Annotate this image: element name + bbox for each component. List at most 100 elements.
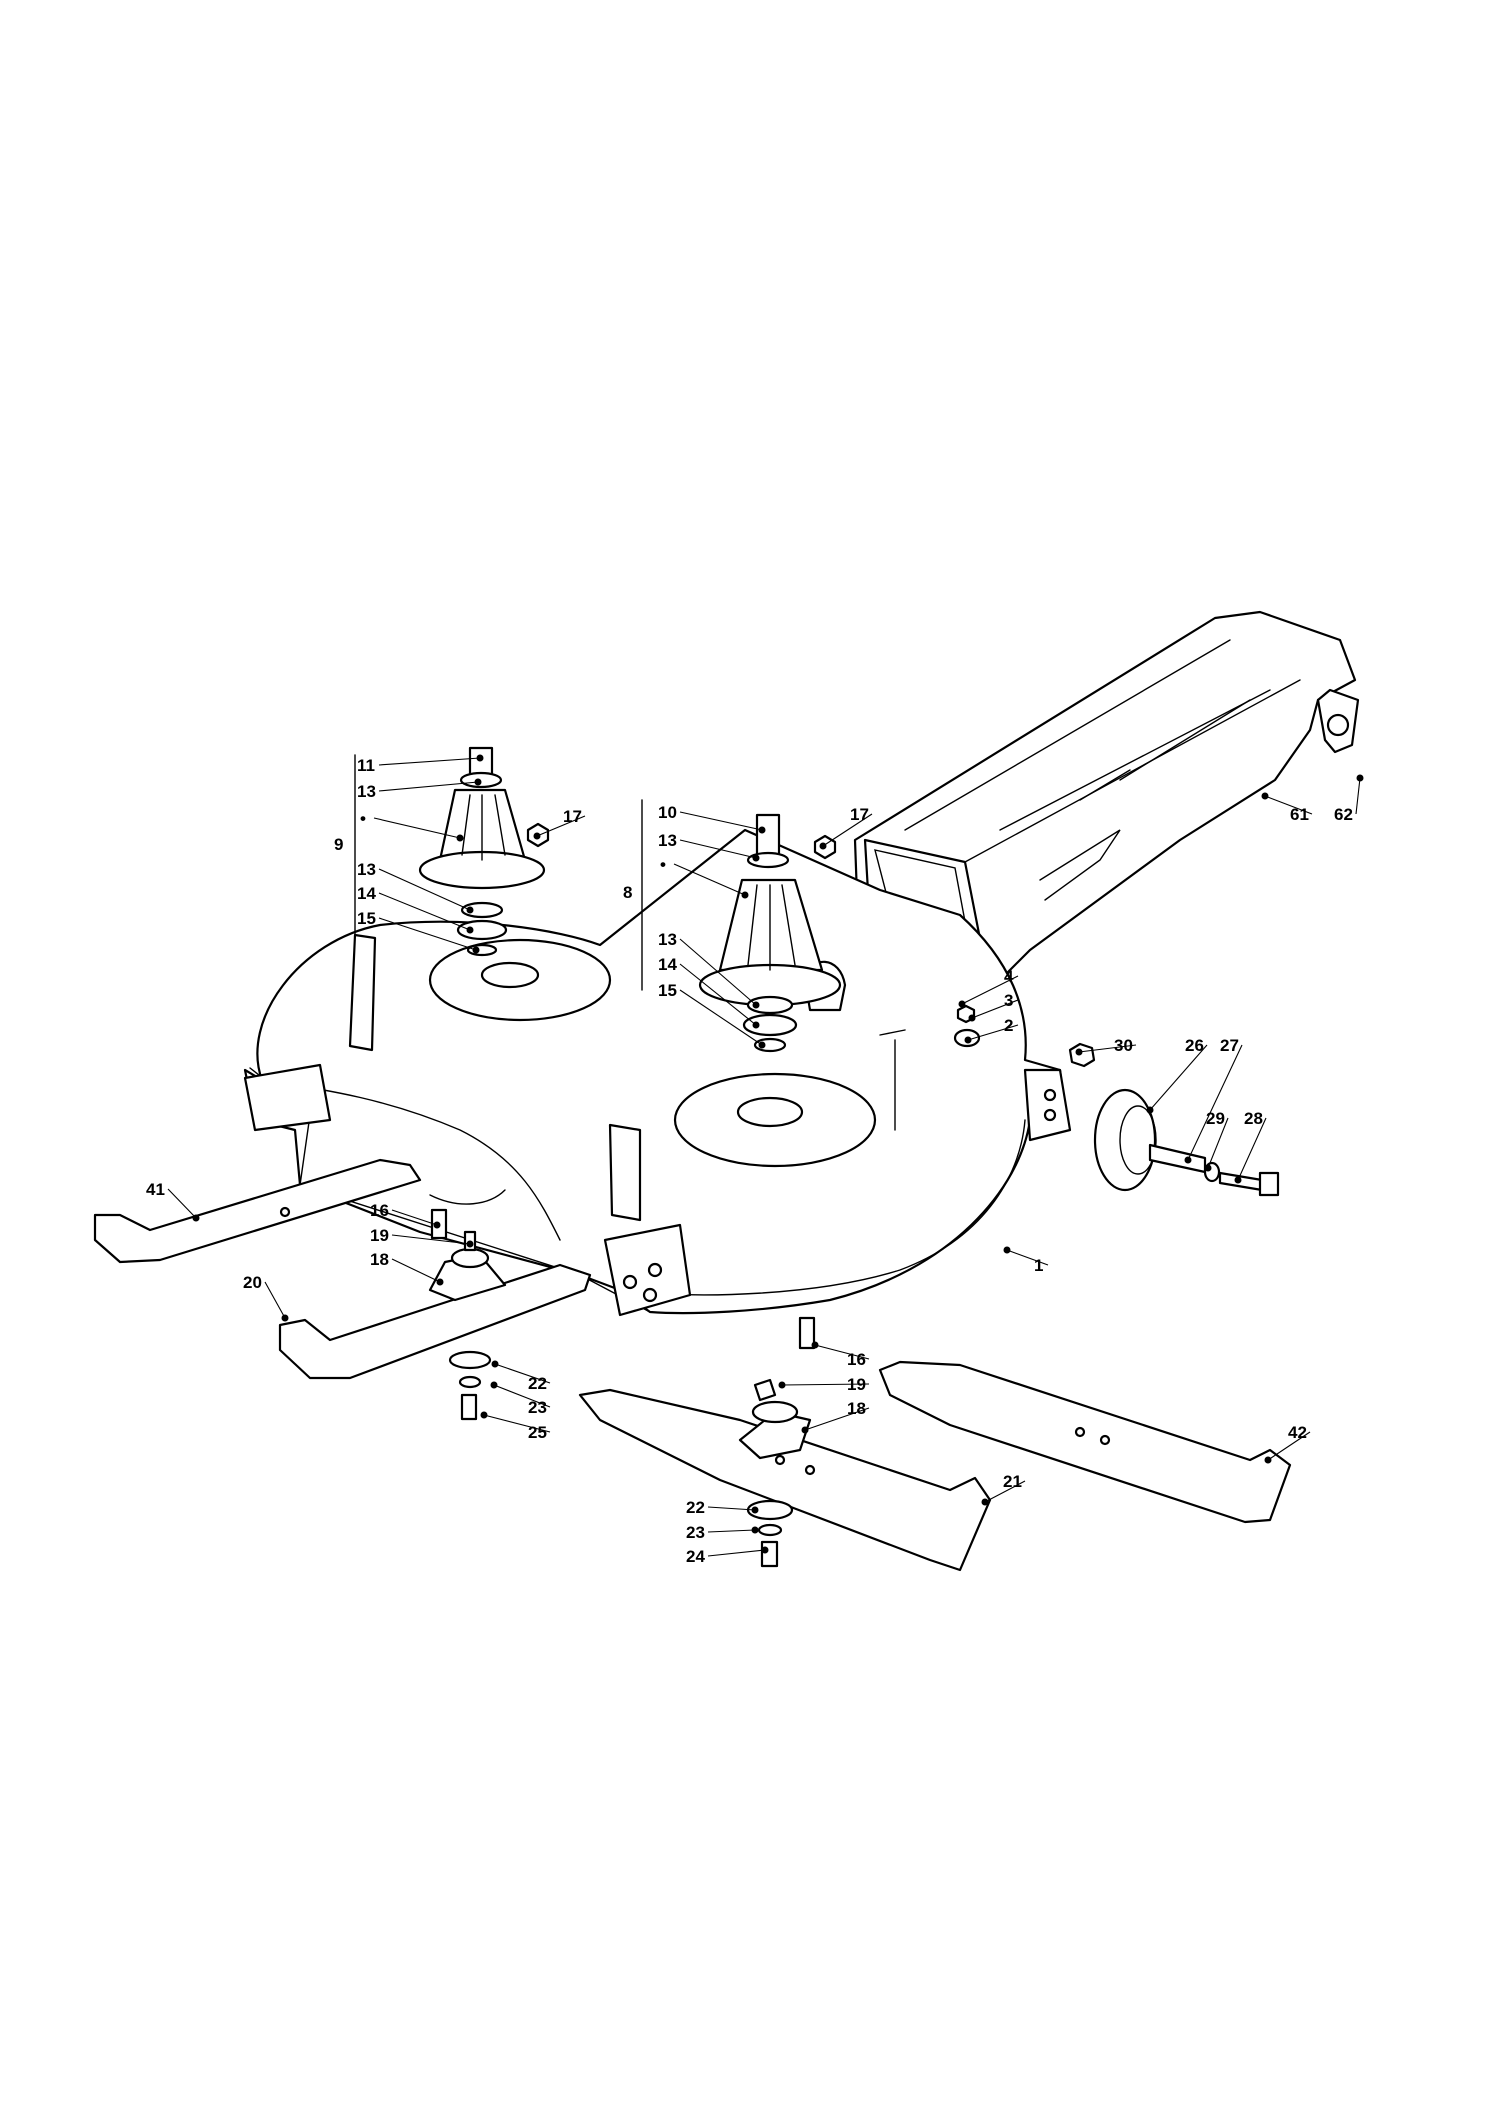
callout-l23b: 23	[686, 1523, 705, 1542]
leader-dot-l14b	[752, 1021, 760, 1029]
leader-l2	[967, 1024, 1019, 1041]
leader-l62	[1355, 777, 1361, 815]
callout-l11: 11	[357, 756, 375, 775]
callout-l9: 9	[334, 835, 343, 854]
callout-l61: 61	[1290, 805, 1309, 824]
leader-l13d	[679, 938, 757, 1006]
leader-l24	[707, 1549, 766, 1557]
leader-dot-l16b	[811, 1341, 819, 1349]
callout-l13b: 13	[357, 860, 376, 879]
leader-l22a	[494, 1363, 551, 1384]
leader-l22b	[707, 1506, 756, 1511]
leader-dot-l23a	[490, 1381, 498, 1389]
leader-dot-l13d	[752, 1001, 760, 1009]
callout-l29: 29	[1206, 1109, 1225, 1128]
callout-l17b: 17	[850, 805, 869, 824]
callout-l42: 42	[1288, 1423, 1307, 1442]
callout-l14b: 14	[658, 955, 677, 974]
leader-dot-l30	[1075, 1048, 1083, 1056]
callout-l15b: 15	[658, 981, 677, 1000]
leader-l11	[378, 757, 481, 766]
callout-l17a: 17	[563, 807, 582, 826]
leader-dot-l19a	[466, 1240, 474, 1248]
callout-l22b: 22	[686, 1498, 705, 1517]
leader-dot-l15a	[472, 946, 480, 954]
leader-dot-l13c	[752, 854, 760, 862]
callout-l25: 25	[528, 1423, 547, 1442]
leader-dot-l17a	[533, 832, 541, 840]
callout-l18b: 18	[847, 1399, 866, 1418]
leader-l19a	[391, 1234, 471, 1245]
leader-dot-l9dot	[456, 834, 464, 842]
callout-l13a: 13	[357, 782, 376, 801]
leader-l17a	[536, 815, 586, 837]
leader-dot-l23b	[751, 1526, 759, 1534]
leader-dot-l22b	[751, 1506, 759, 1514]
leader-dot-l15b	[758, 1041, 766, 1049]
callout-l15a: 15	[357, 909, 376, 928]
leader-l3	[971, 999, 1019, 1019]
spindle-assembly-9	[418, 746, 550, 957]
leader-dot-l29	[1204, 1164, 1212, 1172]
leader-l1	[1006, 1249, 1049, 1266]
callout-l22a: 22	[528, 1374, 547, 1393]
callout-l19a: 19	[370, 1226, 389, 1245]
leader-l13b	[378, 868, 471, 911]
callout-l8: 8	[623, 883, 632, 902]
leader-l17b	[822, 813, 873, 847]
leader-l42	[1267, 1431, 1311, 1461]
mower-deck	[243, 828, 1072, 1317]
callout-l27: 27	[1220, 1036, 1239, 1055]
leader-dot-l16a	[433, 1221, 441, 1229]
leader-dot-l61	[1261, 792, 1269, 800]
leader-dot-l3	[968, 1014, 976, 1022]
leader-dot-l11	[476, 754, 484, 762]
blade-42	[878, 1360, 1292, 1524]
callout-l9dot: •	[360, 809, 366, 828]
leader-dot-l4	[958, 1000, 966, 1008]
leader-dot-l14a	[466, 926, 474, 934]
callout-l62: 62	[1334, 805, 1353, 824]
leader-l18b	[804, 1407, 870, 1431]
blade-41	[93, 1158, 422, 1264]
leader-dot-l25	[480, 1411, 488, 1419]
leader-dot-l2	[964, 1036, 972, 1044]
blade-20	[278, 1263, 592, 1380]
callout-l1: 1	[1034, 1256, 1043, 1275]
callout-l21: 21	[1003, 1472, 1022, 1491]
leader-l15b	[679, 989, 763, 1046]
callout-l14a: 14	[357, 884, 376, 903]
leader-l9dot	[373, 817, 461, 839]
leader-dot-l20	[281, 1314, 289, 1322]
leader-dot-l8dot	[741, 891, 749, 899]
callout-l41: 41	[146, 1180, 165, 1199]
callout-l4: 4	[1004, 967, 1014, 986]
leader-l21	[984, 1480, 1026, 1503]
leader-l14b	[679, 963, 757, 1026]
leader-dot-l13a	[474, 778, 482, 786]
leader-l10	[679, 811, 763, 831]
leader-l30	[1078, 1044, 1137, 1053]
leader-dot-l17b	[819, 842, 827, 850]
leader-l28	[1237, 1117, 1267, 1181]
leader-l26	[1149, 1044, 1208, 1111]
callout-l16b: 16	[847, 1350, 866, 1369]
callout-l30: 30	[1114, 1036, 1133, 1055]
leader-l61	[1264, 795, 1313, 815]
callout-l3: 3	[1004, 991, 1013, 1010]
deck-wheel	[953, 1004, 1280, 1197]
leader-dot-l28	[1234, 1176, 1242, 1184]
leader-dot-l18b	[801, 1426, 809, 1434]
leader-l13c	[679, 839, 757, 859]
leader-dot-l19b	[778, 1381, 786, 1389]
leader-l23b	[707, 1529, 756, 1533]
spindle-assembly-8	[698, 813, 842, 1053]
callout-l28: 28	[1244, 1109, 1263, 1128]
callout-l10: 10	[658, 803, 677, 822]
callout-l18a: 18	[370, 1250, 389, 1269]
callout-l16a: 16	[370, 1201, 389, 1220]
leader-l13a	[378, 781, 479, 792]
leader-dot-l42	[1264, 1456, 1272, 1464]
